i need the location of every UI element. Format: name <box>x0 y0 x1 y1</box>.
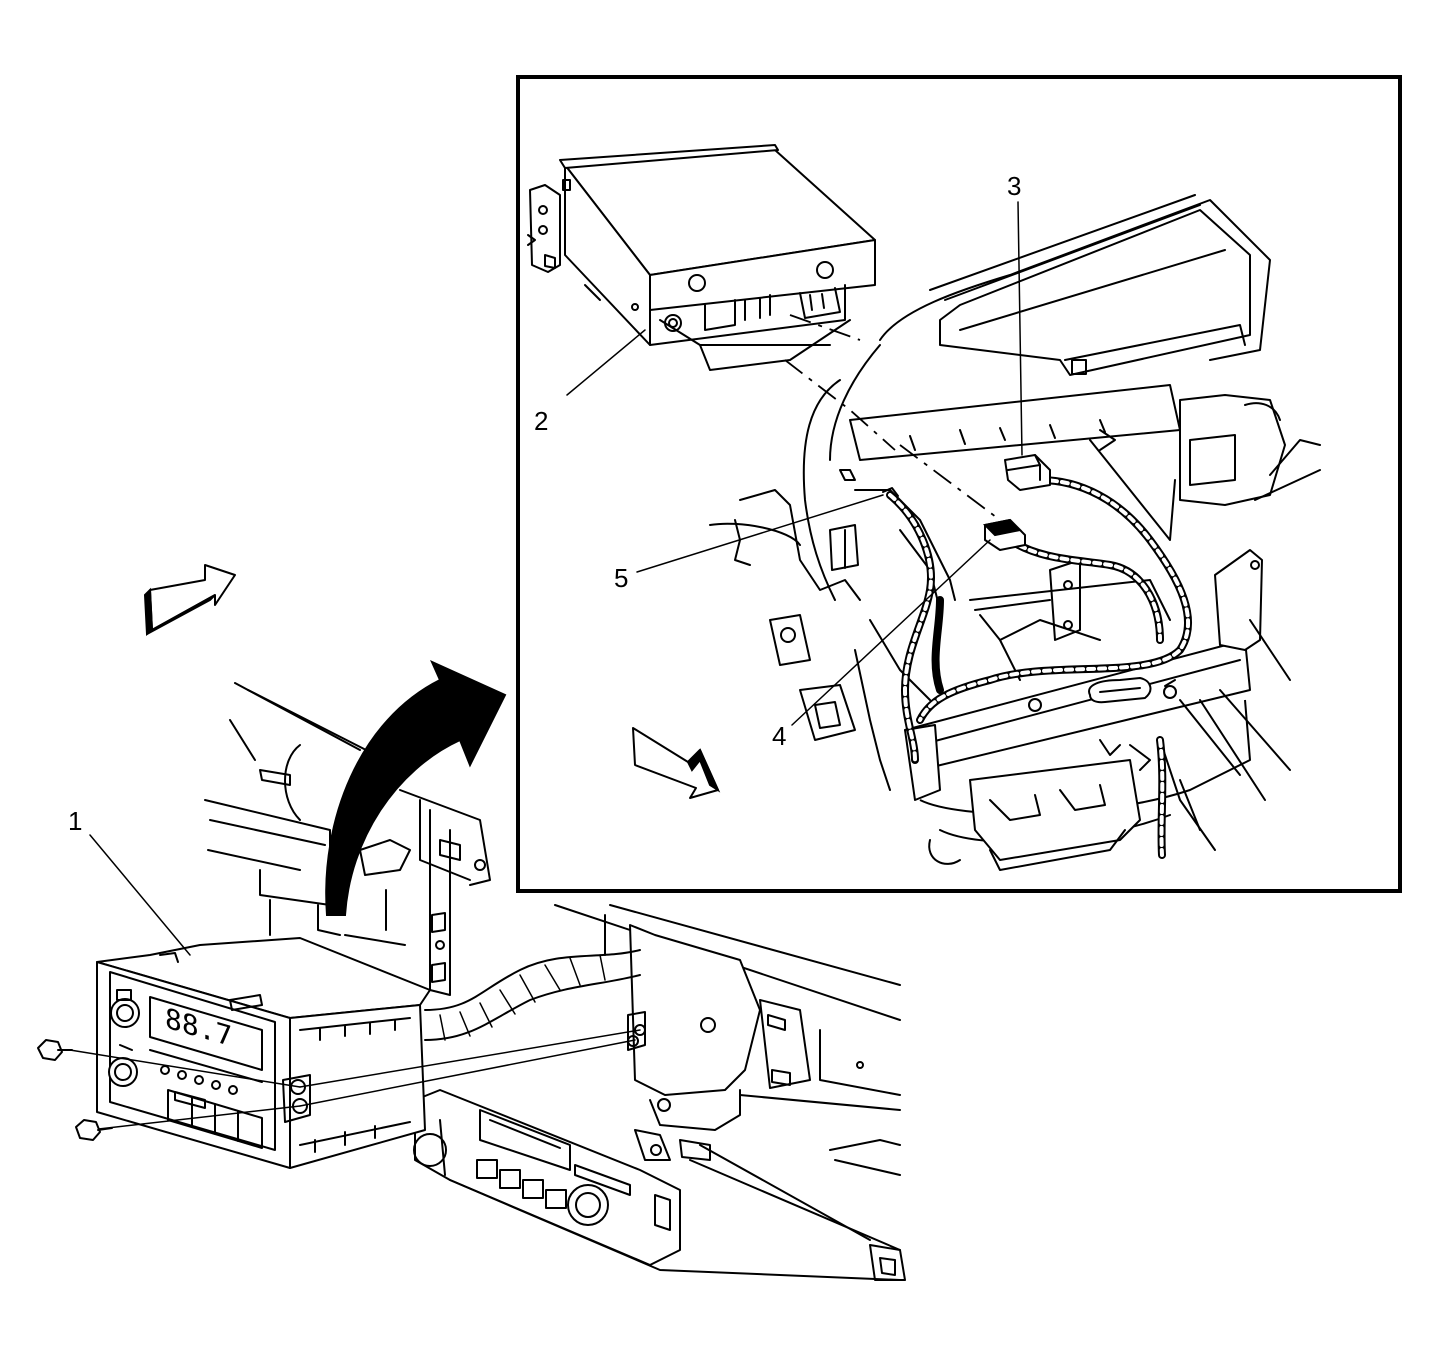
radio-mounting-screws <box>37 912 646 1141</box>
screw-icon <box>37 1039 73 1061</box>
radio-knob-upper <box>110 998 140 1028</box>
hvac-control-head <box>413 1089 901 1281</box>
removal-direction-arrow <box>325 660 507 916</box>
vehicle-front-arrow-icon <box>632 727 721 799</box>
inset-detail-view <box>89 75 1402 956</box>
vehicle-front-arrow-icon <box>143 564 236 636</box>
callout-3: 3 <box>1007 171 1021 201</box>
callout-leader-2 <box>566 329 646 396</box>
radio-assembly: 88.7 <box>96 937 431 1169</box>
antenna-harness <box>886 476 1192 859</box>
main-view: 88.7 <box>37 564 906 1281</box>
instrument-panel-right <box>554 904 906 1281</box>
inset-dash-structure <box>709 194 1321 791</box>
callout-5: 5 <box>614 563 628 593</box>
connector-3 <box>1004 454 1051 491</box>
alignment-line <box>899 444 1001 521</box>
radio-knob-lower <box>108 1057 138 1087</box>
callout-leader-5 <box>636 494 884 573</box>
radio-mount-bracket <box>904 549 1291 871</box>
callout-leader-3 <box>1017 201 1023 456</box>
callout-4: 4 <box>772 721 786 751</box>
radio-wiring-harness <box>424 949 641 1041</box>
callout-2: 2 <box>534 406 548 436</box>
screw-icon <box>75 1119 113 1141</box>
dashboard-structure <box>204 682 491 996</box>
connector-4 <box>982 518 1026 551</box>
radio-receiver-module <box>527 144 876 371</box>
callout-leader-1 <box>89 834 191 956</box>
callout-1: 1 <box>68 806 82 836</box>
callout-leader-4 <box>791 539 991 726</box>
antenna-lead-5 <box>882 487 899 497</box>
alignment-line <box>789 314 861 341</box>
